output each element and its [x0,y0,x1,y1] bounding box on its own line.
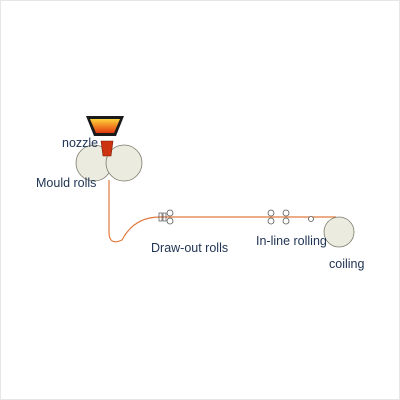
rolling-stand-1-top [267,209,275,217]
draw-out-rolls [158,209,174,225]
mould-rolls-label: Mould rolls [36,176,97,190]
coiler [323,216,355,248]
rolling-stand-1-bottom [267,217,275,225]
draw-out-rolls-label: Draw-out rolls [151,241,229,255]
draw-out-guide [162,212,167,222]
mould-roll-right [105,144,143,182]
draw-out-roll-top [166,209,174,217]
rolling-stand-2-bottom [282,217,290,225]
nozzle-label: nozzle [62,136,99,150]
rolling-stand-2-top [282,209,290,217]
coiling-label: coiling [329,257,365,271]
nozzle [100,140,114,157]
molten-metal [90,119,120,133]
in-line-rolling-stands [267,209,314,225]
guide-roll [308,216,314,222]
strip-path [108,180,336,243]
draw-out-roll-bottom [166,217,174,225]
inline-rolling-label: In-line rolling [256,234,327,248]
draw-out-guide [158,212,163,222]
